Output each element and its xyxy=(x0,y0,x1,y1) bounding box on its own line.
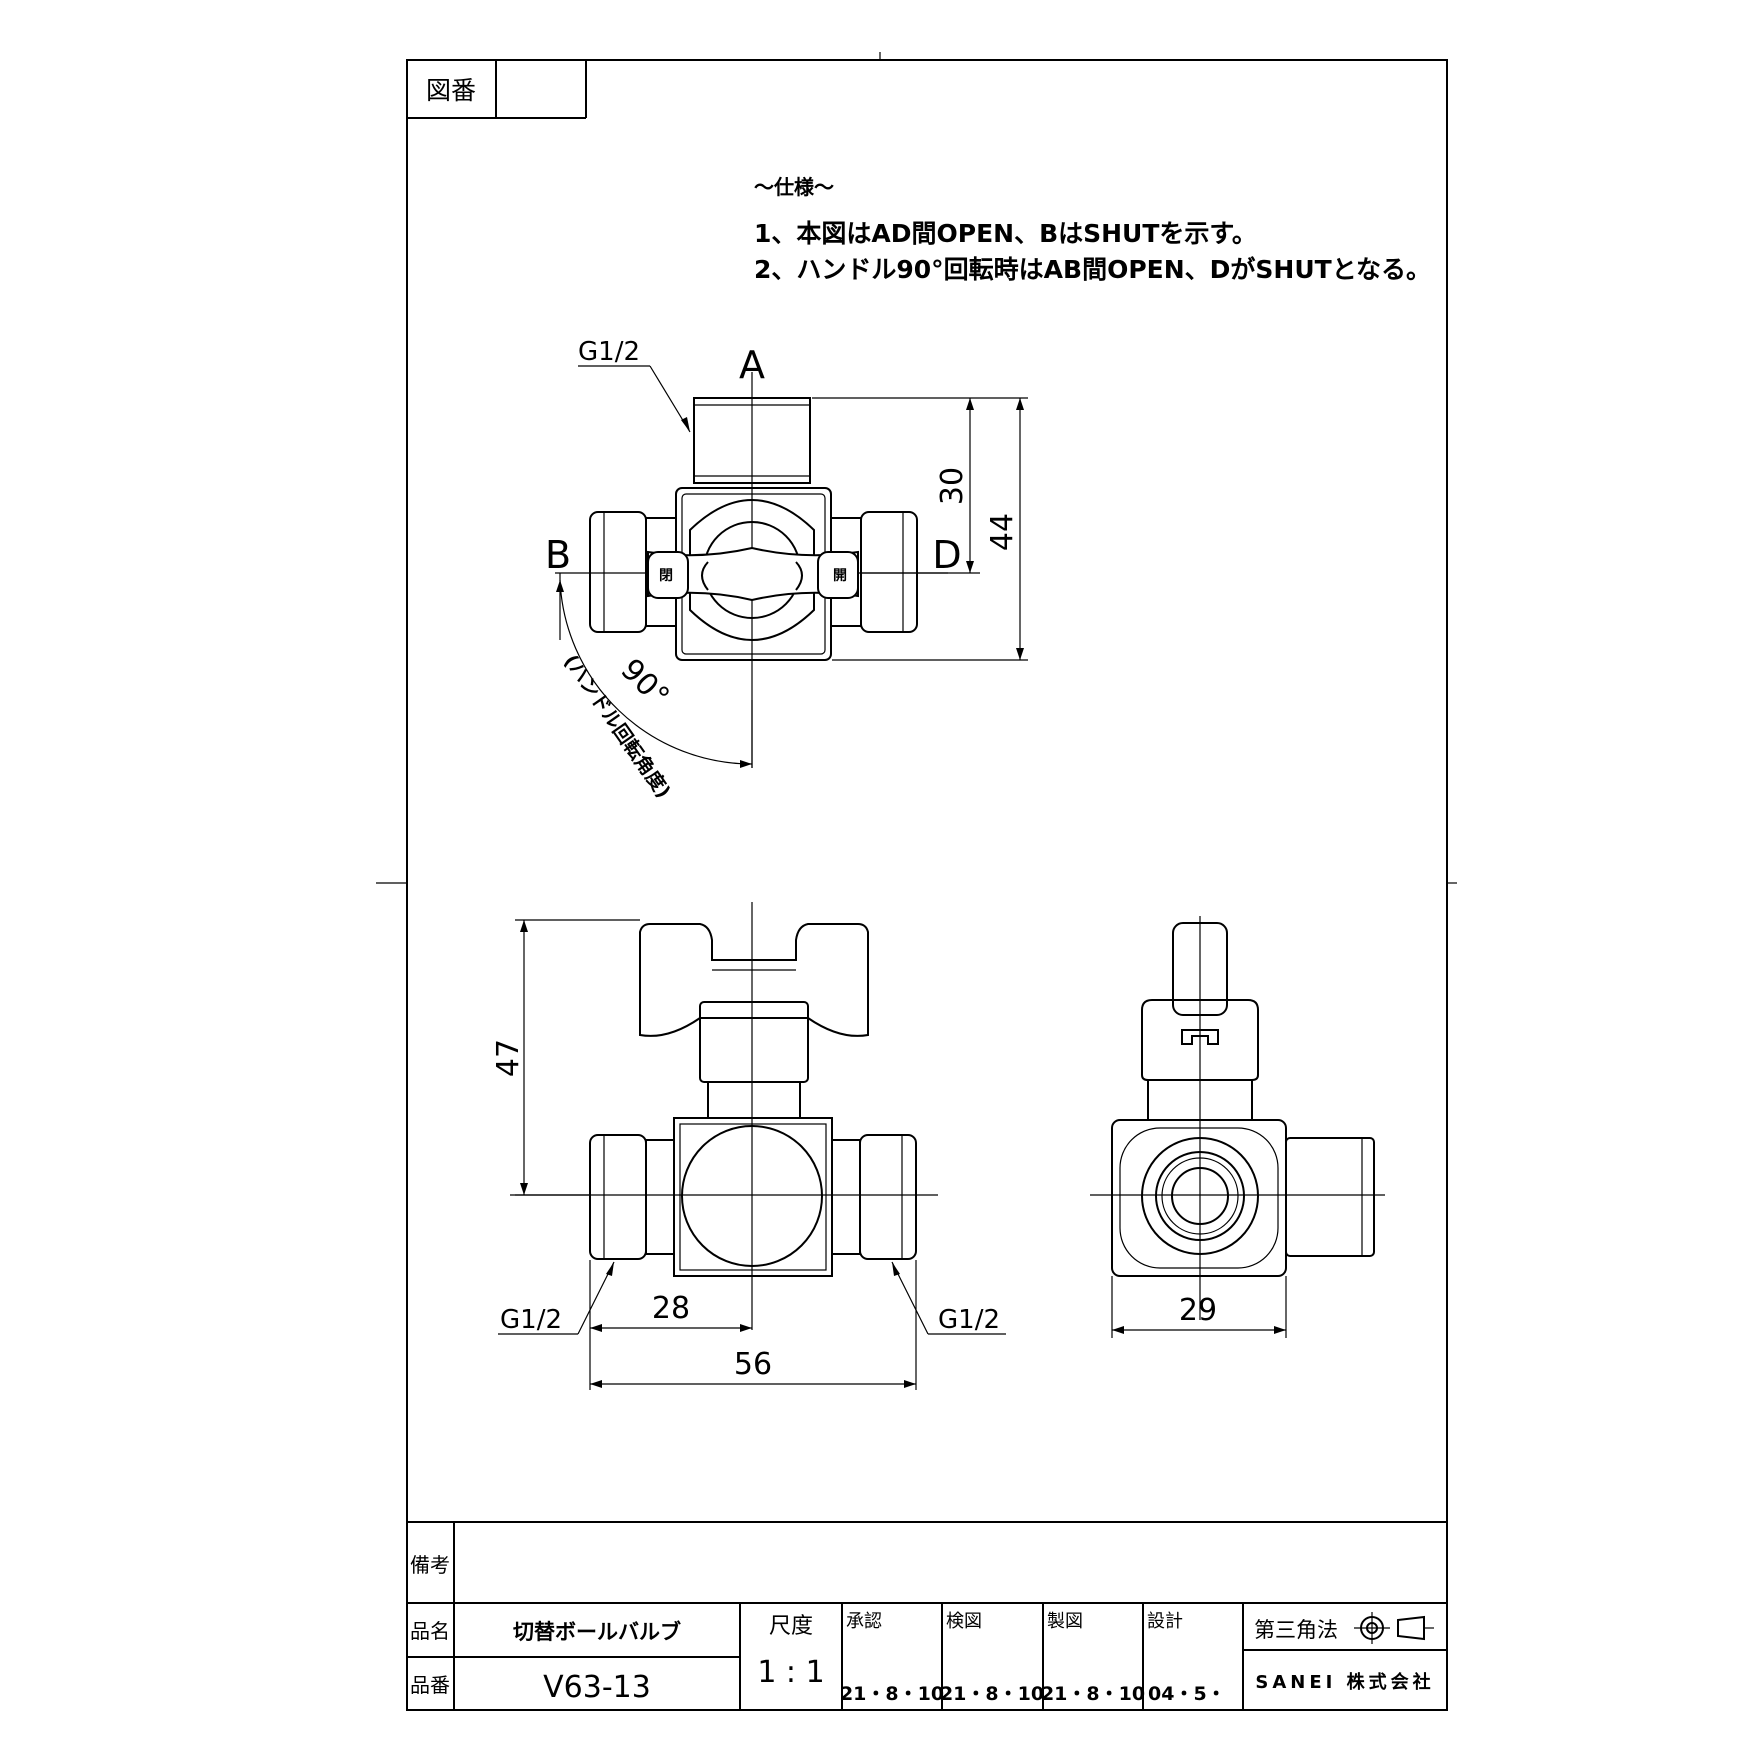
approval-date: 21・8・10 xyxy=(840,1683,944,1705)
title-block: 備考 品名 切替ボールバルブ 品番 V63-13 尺度 1 : 1 承認 21・… xyxy=(407,1521,1447,1710)
drafting-date: 21・8・10 xyxy=(1041,1683,1145,1705)
spec-heading: ～仕様～ xyxy=(754,175,834,199)
product-name: 切替ボールバルブ xyxy=(513,1620,681,1644)
spec-notes: ～仕様～ 1、本図はAD間OPEN、BはSHUTを示す。 2、ハンドル90°回転… xyxy=(754,175,1431,284)
projection-label: 第三角法 xyxy=(1254,1618,1338,1642)
drawing-frame xyxy=(376,52,1457,1711)
remarks-label: 備考 xyxy=(410,1553,450,1577)
port-label-a: A xyxy=(739,343,765,387)
dim-30: 30 xyxy=(935,467,970,505)
thread-label-top: G1/2 xyxy=(578,337,640,367)
name-label: 品名 xyxy=(410,1619,450,1643)
check-label: 検図 xyxy=(946,1611,982,1632)
scale-value: 1 : 1 xyxy=(757,1655,824,1690)
drawing-no-label: 図番 xyxy=(426,76,476,105)
third-angle-projection-icon xyxy=(1354,1612,1434,1644)
spec-line-2: 2、ハンドル90°回転時はAB間OPEN、DがSHUTとなる。 xyxy=(754,255,1431,284)
approval-label: 承認 xyxy=(846,1611,882,1632)
angle-90: 90° xyxy=(614,652,676,714)
design-label: 設計 xyxy=(1147,1611,1183,1632)
thread-label-right: G1/2 xyxy=(938,1305,1000,1335)
side-view: 29 xyxy=(1090,916,1385,1338)
dim-28: 28 xyxy=(652,1291,690,1326)
dim-44: 44 xyxy=(985,513,1020,551)
top-view: 閉 開 A B D G1/2 30 44 90° (ハンドル回転角度) xyxy=(545,337,1028,802)
port-label-b: B xyxy=(545,533,571,577)
drawing-number-box: 図番 xyxy=(407,60,587,119)
front-view: 47 28 56 G1/2 G1/2 xyxy=(491,902,1006,1390)
company-name: SANEI 株式会社 xyxy=(1255,1671,1434,1693)
scale-label: 尺度 xyxy=(769,1614,813,1639)
drafting-label: 製図 xyxy=(1047,1611,1083,1632)
handle-mark-closed: 閉 xyxy=(659,568,673,584)
dim-56: 56 xyxy=(734,1347,772,1382)
design-date: 04・5・ xyxy=(1148,1683,1226,1705)
dim-29: 29 xyxy=(1179,1293,1217,1328)
thread-label-left: G1/2 xyxy=(500,1305,562,1335)
part-label: 品番 xyxy=(410,1673,450,1697)
check-date: 21・8・10 xyxy=(940,1683,1044,1705)
port-label-d: D xyxy=(932,533,961,577)
part-number: V63-13 xyxy=(543,1670,651,1705)
dim-47: 47 xyxy=(491,1039,526,1077)
spec-line-1: 1、本図はAD間OPEN、BはSHUTを示す。 xyxy=(754,219,1257,248)
handle-mark-open: 開 xyxy=(833,568,847,584)
